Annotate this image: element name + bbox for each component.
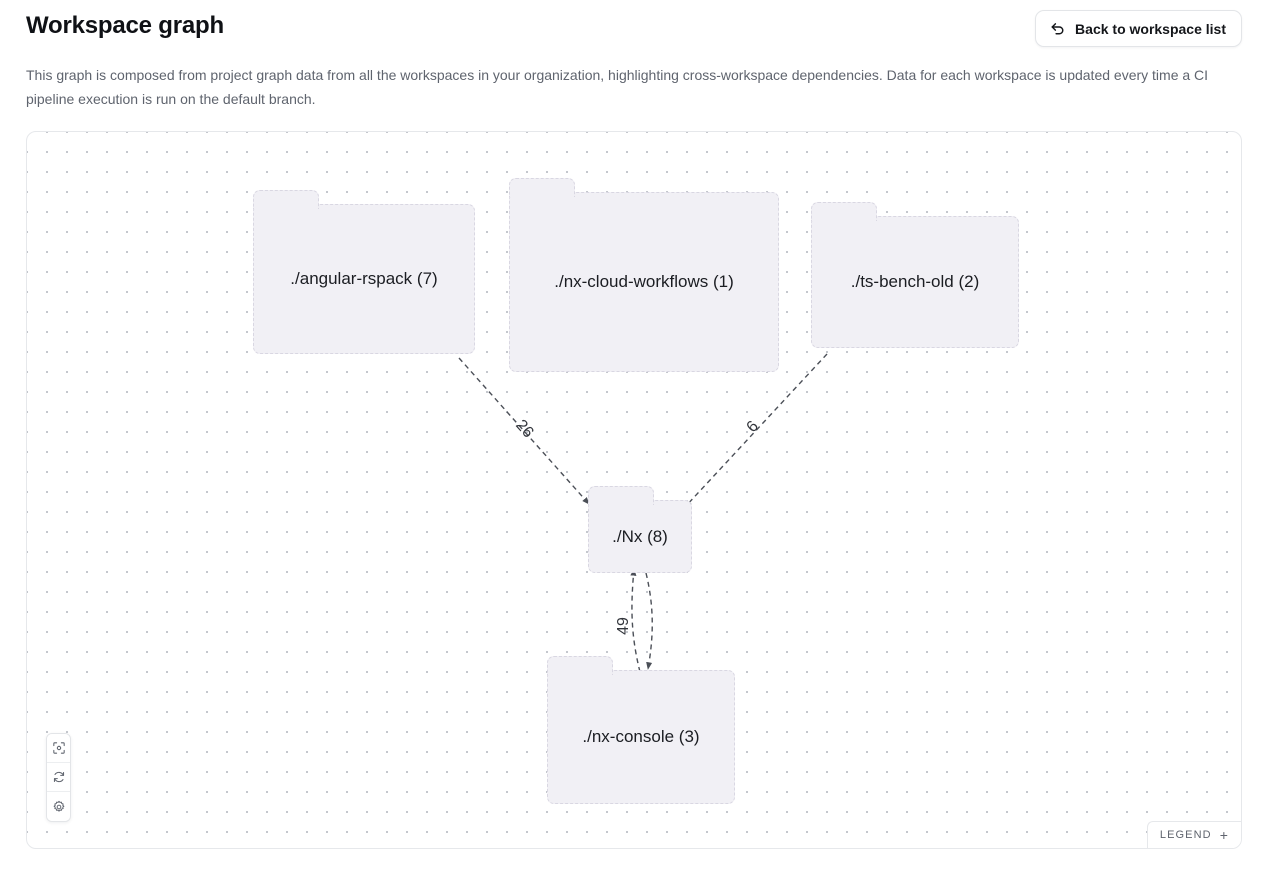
graph-node-nx-cloud-workflows[interactable]: ./nx-cloud-workflows (1): [509, 178, 779, 372]
node-label: ./nx-cloud-workflows (1): [554, 272, 734, 291]
node-label: ./nx-console (3): [582, 727, 700, 746]
node-label: ./Nx (8): [612, 526, 668, 546]
node-label: ./ts-bench-old (2): [850, 272, 980, 291]
legend-label: LEGEND: [1159, 829, 1212, 841]
edge-label-angular-rspack-to-nx: 26: [512, 417, 537, 442]
plus-icon: +: [1219, 827, 1229, 843]
focus-target-icon: [52, 741, 66, 755]
node-label: ./angular-rspack (7): [290, 269, 438, 288]
edge-nx-to-nx-console: [645, 572, 653, 670]
refresh-circular-arrows-icon: [52, 770, 66, 784]
graph-node-ts-bench-old[interactable]: ./ts-bench-old (2): [811, 202, 1019, 348]
header-row: Workspace graph Back to workspace list: [26, 10, 1242, 47]
page-header: Workspace graph Back to workspace list T…: [0, 0, 1262, 111]
graph-node-nx[interactable]: ./Nx (8): [588, 486, 692, 573]
page-title: Workspace graph: [26, 12, 224, 39]
edge-angular-rspack-to-nx: [458, 357, 590, 505]
graph-settings-button[interactable]: [47, 792, 70, 821]
legend-toggle[interactable]: LEGEND +: [1146, 821, 1241, 848]
graph-node-nx-console[interactable]: ./nx-console (3): [547, 656, 735, 804]
edge-label-nx-console-to-nx: 49: [615, 617, 632, 635]
graph-controls: [46, 733, 71, 822]
back-to-workspace-list-button[interactable]: Back to workspace list: [1035, 10, 1242, 47]
edge-ts-bench-old-to-nx: [684, 353, 828, 508]
back-button-label: Back to workspace list: [1075, 20, 1226, 37]
focus-graph-button[interactable]: [47, 734, 70, 763]
refresh-graph-button[interactable]: [47, 763, 70, 792]
edge-label-ts-bench-old-to-nx: 6: [743, 418, 762, 436]
page-description: This graph is composed from project grap…: [26, 67, 1209, 107]
arrow-uturn-left-icon: [1049, 20, 1066, 37]
gear-icon: [52, 800, 66, 814]
graph-node-angular-rspack[interactable]: ./angular-rspack (7): [253, 190, 475, 354]
graph-canvas[interactable]: 26 6 49 ./angular-rspack (7) ./nx-cloud-…: [26, 131, 1242, 849]
edge-nx-console-to-nx: [630, 568, 641, 673]
